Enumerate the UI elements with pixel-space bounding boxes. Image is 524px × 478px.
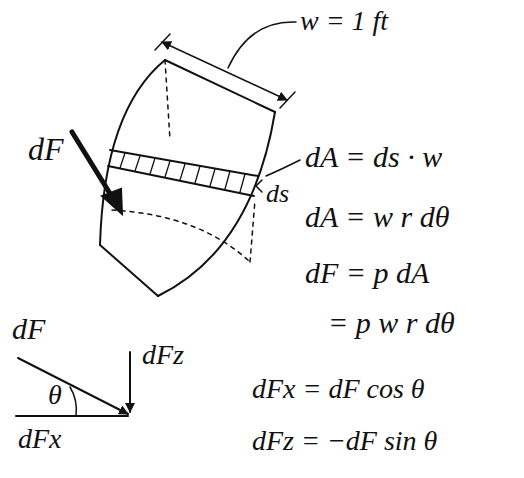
sketch-label: dFx bbox=[18, 424, 62, 455]
sketch-label: dFz bbox=[142, 340, 184, 371]
sketch-label: dF = p dA bbox=[305, 256, 429, 289]
sketch-label: ds bbox=[266, 180, 289, 209]
sketch-label: w = 1 ft bbox=[300, 6, 388, 37]
sketch-label: dF bbox=[28, 132, 64, 167]
sketch-label: dFx = dF cos θ bbox=[252, 374, 425, 405]
sketch-label: dA = ds · w bbox=[305, 140, 442, 173]
sketch-label: θ bbox=[48, 380, 62, 411]
sketch-label: dF bbox=[12, 312, 45, 345]
sketch-label: dFz = −dF sin θ bbox=[252, 426, 437, 457]
sketch-label: dA = w r dθ bbox=[305, 200, 449, 233]
sketch-label: = p w r dθ bbox=[328, 306, 455, 339]
